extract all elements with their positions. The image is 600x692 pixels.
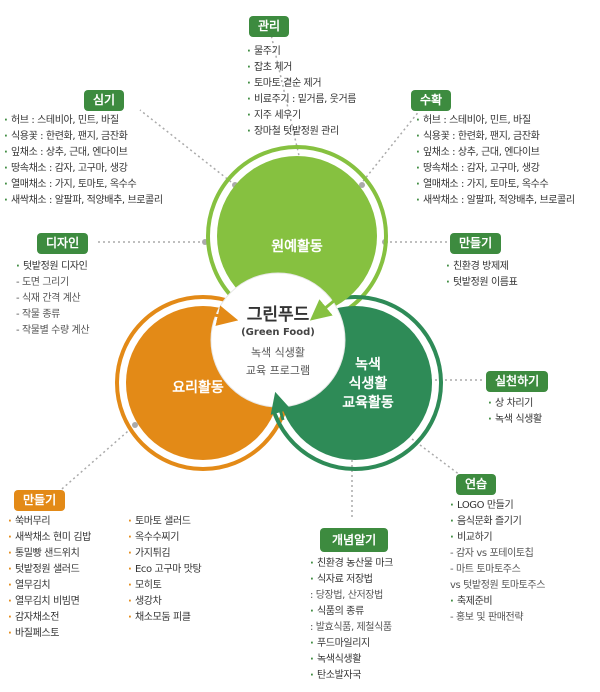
list-subitem: - 작물 종류 [16,309,60,320]
list-item: ·땅속채소 : 감자, 고구마, 생강 [416,163,540,174]
list-item: ·식자료 저장법 [310,574,373,585]
list-exercise: ·LOGO 만들기 ·음식문화 즐기기 ·비교하기 - 감자 vs 포테이토칩 … [450,498,545,626]
circle-label-education-3: 교육활동 [342,395,394,411]
tag-make-left: 만들기 [14,490,66,511]
list-concepts: ·친환경 농산물 마크 ·식자료 저장법 : 당장법, 산저장법 ·식품의 종류… [310,556,393,684]
list-item: ·음식문화 즐기기 [450,516,522,527]
list-item: ·가지튀김 [128,548,171,559]
list-item: ·녹색식생활 [310,654,362,665]
list-item: ·푸드마일리지 [310,638,370,649]
list-item: ·허브 : 스테비아, 민트, 바질 [4,115,119,126]
list-item: ·텃밭정원 디자인 [16,261,88,272]
dot-suhwak [359,182,365,188]
list-item: ·친환경 농산물 마크 [310,558,393,569]
center-line1: 녹색 식생활 [250,346,306,359]
center-text: 그린푸드 (Green Food) 녹색 식생활 교육 프로그램 [218,300,338,378]
list-item: ·땅속채소 : 감자, 고구마, 생강 [4,163,128,174]
tag-make-right: 만들기 [450,233,502,254]
list-subitem: vs 텃밭정원 토마토주스 [450,580,546,591]
list-item: ·탄소발자국 [310,670,362,681]
list-item: ·녹색 식생활 [488,414,542,425]
tag-simgi: 심기 [84,90,125,111]
tag-gwanri: 관리 [249,16,290,37]
arrow-gardening [309,298,336,321]
list-subitem: - 작물별 수량 계산 [16,325,90,336]
list-practice: ·상 차리기 ·녹색 식생활 [488,396,542,428]
list-subitem: - 식재 간격 계산 [16,293,81,304]
list-item: ·Eco 고구마 맛탕 [128,564,202,575]
list-item: ·감자채소전 [8,612,60,623]
circle-label-education-2: 식생활 [348,376,388,392]
list-item: ·생강차 [128,596,162,607]
list-subitem: - 홍보 및 판매전략 [450,612,524,623]
list-item: ·잎채소 : 상추, 근대, 엔다이브 [416,147,540,158]
list-make-left-col2: ·토마토 샐러드 ·옥수수찌기 ·가지튀김 ·Eco 고구마 맛탕 ·모히토 ·… [128,514,202,626]
list-subitem: : 당장법, 산저장법 [310,590,383,601]
tag-design: 디자인 [37,233,89,254]
circle-label-gardening: 원예활동 [271,239,323,255]
list-item: ·식용꽃 : 한련화, 팬지, 금잔화 [4,131,128,142]
circle-label-education-1: 녹색 [355,357,381,373]
list-item: ·새싹채소 : 알팔파, 적양배추, 브로콜리 [4,195,163,206]
dot-make-left [132,422,138,428]
list-item: ·텃밭정원 이름표 [446,277,518,288]
list-item: ·잎채소 : 상추, 근대, 엔다이브 [4,147,128,158]
list-item: ·모히토 [128,580,162,591]
list-item: ·새싹채소 현미 김밥 [8,532,91,543]
connector-make-left [54,424,136,496]
arrow-education [270,391,291,421]
list-item: ·바질페스토 [8,628,60,639]
tag-suhwak: 수확 [411,90,452,111]
list-subitem: - 마트 토마토주스 [450,564,521,575]
connector-simgi [139,109,236,186]
list-item: ·열매채소 : 가지, 토마토, 옥수수 [4,179,137,190]
list-item: ·옥수수찌기 [128,532,180,543]
connector-suhwak [359,109,421,186]
list-item: ·잡초 제거 [247,62,292,73]
center-subtitle: (Green Food) [241,327,315,338]
arrow-cooking [205,305,239,326]
list-item: ·물주기 [247,46,281,57]
list-item: ·상 차리기 [488,398,533,409]
list-item: ·식품의 종류 [310,606,364,617]
list-item: ·쑥버무리 [8,516,51,527]
list-simgi: ·허브 : 스테비아, 민트, 바질 ·식용꽃 : 한련화, 팬지, 금잔화 ·… [4,113,163,209]
list-item: ·새싹채소 : 알팔파, 적양배추, 브로콜리 [416,195,575,206]
list-item: ·텃밭정원 샐러드 [8,564,80,575]
list-item: ·통밀빵 샌드위치 [8,548,80,559]
tag-concepts: 개념알기 [320,528,389,552]
tag-practice: 실천하기 [486,371,549,392]
list-item: ·열매채소 : 가지, 토마토, 옥수수 [416,179,549,190]
list-item: ·축제준비 [450,596,493,607]
list-item: ·비료주기 : 밑거름, 웃거름 [247,94,357,105]
list-item: ·열무김치 비빔면 [8,596,80,607]
list-item: ·채소모둠 피클 [128,612,191,623]
list-item: ·비교하기 [450,532,493,543]
list-item: ·토마토 곁순 제거 [247,78,322,89]
center-title: 그린푸드 [246,305,310,325]
list-suhwak: ·허브 : 스테비아, 민트, 바질 ·식용꽃 : 한련화, 팬지, 금잔화 ·… [416,113,575,209]
list-make-right: ·친환경 방제제 ·텃밭정원 이름표 [446,259,518,291]
center-line2: 교육 프로그램 [245,364,311,377]
tag-exercise: 연습 [456,474,497,495]
list-make-left-col1: ·쑥버무리 ·새싹채소 현미 김밥 ·통밀빵 샌드위치 ·텃밭정원 샐러드 ·열… [8,514,91,642]
list-gwanri: ·물주기 ·잡초 제거 ·토마토 곁순 제거 ·비료주기 : 밑거름, 웃거름 … [247,44,356,140]
circle-label-cooking: 요리활동 [172,380,224,396]
connector-gwanri [269,29,301,161]
list-item: ·열무김치 [8,580,51,591]
list-item: ·LOGO 만들기 [450,500,514,511]
list-subitem: - 감자 vs 포테이토칩 [450,548,534,559]
list-item: ·식용꽃 : 한련화, 팬지, 금잔화 [416,131,540,142]
list-item: ·친환경 방제제 [446,261,509,272]
list-subitem: : 발효식품, 제철식품 [310,622,392,633]
list-design: ·텃밭정원 디자인 - 도면 그리기 - 식재 간격 계산 - 작물 종류 - … [16,259,90,339]
list-item: ·지주 세우기 [247,110,301,121]
list-item: ·장마철 텃밭정원 관리 [247,126,339,137]
list-subitem: - 도면 그리기 [16,277,69,288]
circle-label-education: 녹색 식생활 교육활동 [318,356,418,413]
list-item: ·허브 : 스테비아, 민트, 바질 [416,115,531,126]
list-item: ·토마토 샐러드 [128,516,191,527]
